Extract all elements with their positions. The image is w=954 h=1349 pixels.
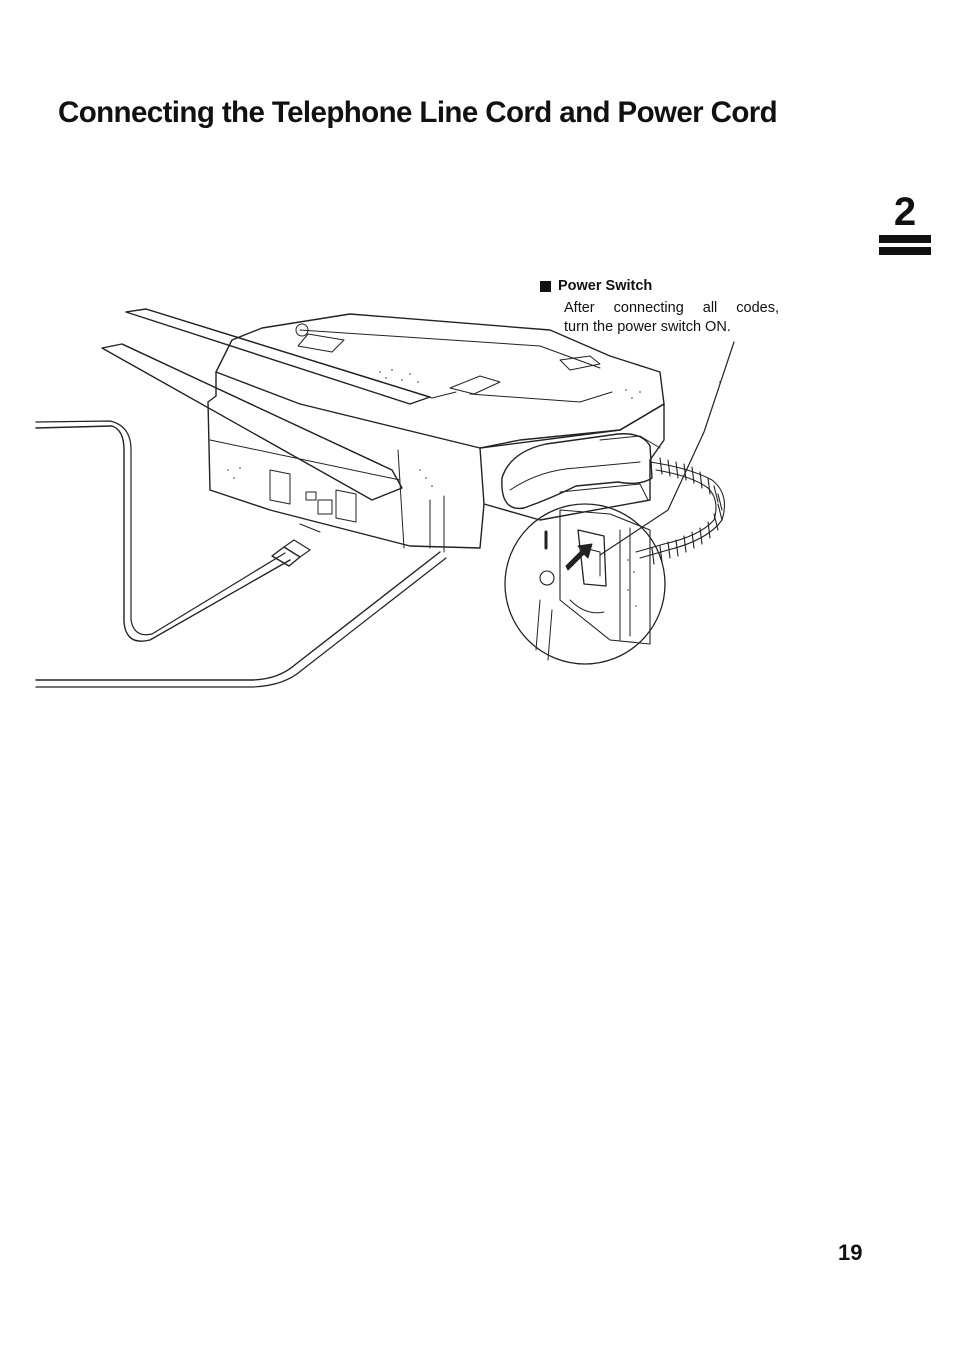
shading-speckles — [227, 369, 641, 621]
tray-latch — [335, 489, 357, 523]
arrow-icon — [565, 543, 593, 571]
power-switch-icon — [577, 529, 607, 587]
fax-machine-illustration — [35, 308, 735, 688]
chapter-bar — [879, 235, 931, 243]
callout-body: After connecting all codes, turn the pow… — [564, 299, 779, 337]
chapter-number: 2 — [893, 190, 917, 234]
coiled-cord-icon — [635, 457, 725, 565]
handset-icon — [501, 433, 653, 510]
document-tray-upper — [125, 308, 431, 405]
fax-body-right — [479, 403, 665, 521]
fax-body-front — [207, 371, 485, 549]
document-tray-lower — [101, 343, 403, 501]
callout-body-line: turn the power switch ON. — [564, 319, 731, 335]
page-title: Connecting the Telephone Line Cord and P… — [58, 96, 778, 129]
power-cord-outline — [35, 420, 286, 636]
chapter-tab: 2 — [877, 190, 933, 265]
jack-icon — [305, 491, 317, 501]
callout-leader-line — [599, 341, 735, 556]
callout-body-line: After connecting all codes, — [564, 300, 779, 316]
telephone-line-cord — [35, 551, 441, 681]
chapter-bar — [879, 247, 931, 255]
fax-body-top — [215, 313, 665, 449]
tray-latch — [269, 469, 291, 505]
power-plug-icon — [271, 546, 301, 567]
power-cord — [35, 425, 291, 642]
power-switch-callout: Power Switch After connecting all codes,… — [540, 277, 780, 337]
page-number: 19 — [838, 1240, 863, 1265]
callout-heading: Power Switch — [540, 277, 780, 295]
jack-icon — [317, 499, 333, 515]
callout-heading-text: Power Switch — [558, 278, 653, 294]
bullet-square-icon — [540, 280, 551, 292]
